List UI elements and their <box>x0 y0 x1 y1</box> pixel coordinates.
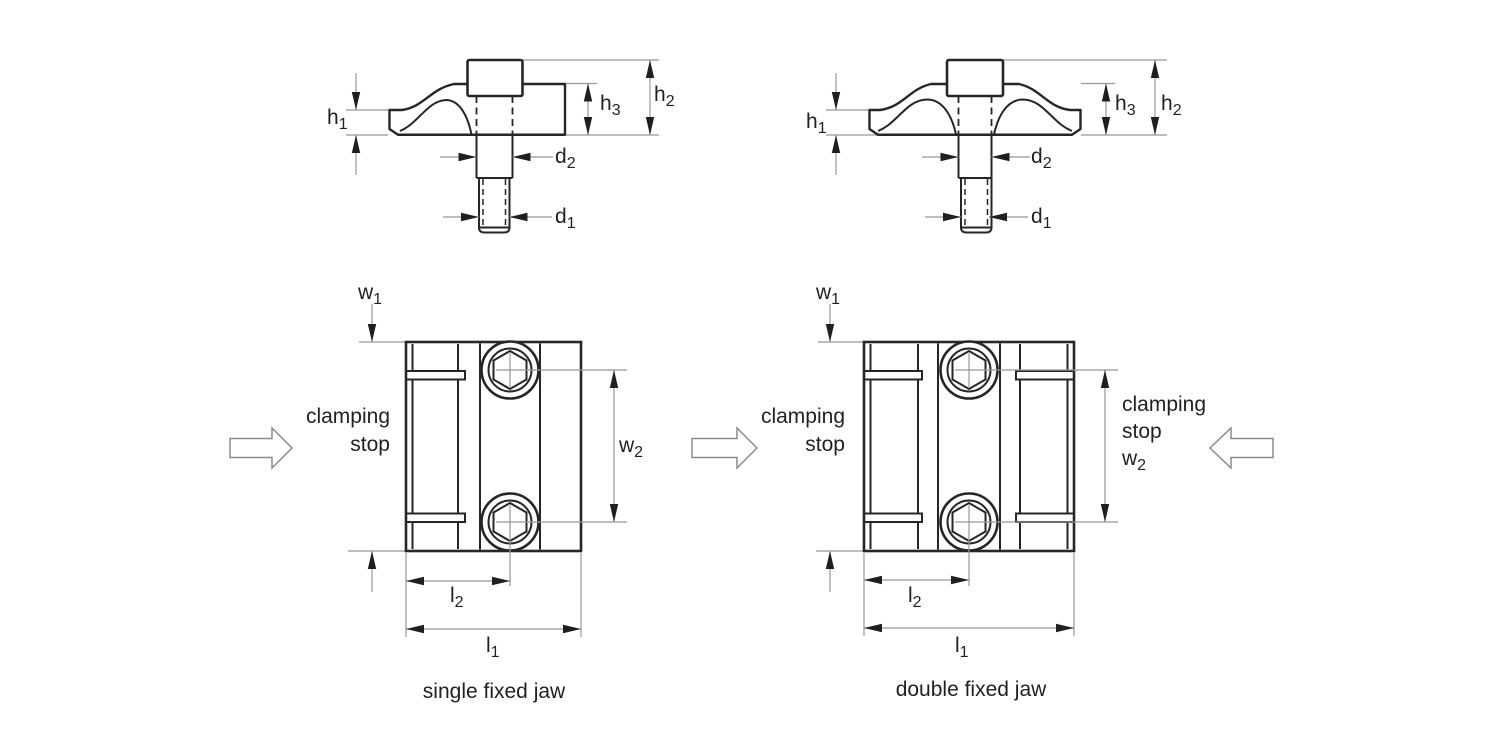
clamping-stop-line1: clamping <box>760 405 845 428</box>
bolt-thread <box>478 178 511 234</box>
jaw-slot-top <box>406 370 466 381</box>
jaw-slot-bottom-left <box>864 512 923 523</box>
jaw-slot-top-right <box>1015 370 1074 381</box>
single-jaw-side-view <box>346 58 659 234</box>
dim-label-l2: l2 <box>450 584 464 611</box>
dim-label-d2: d2 <box>555 145 576 172</box>
dim-label-l1: l1 <box>486 634 500 661</box>
socket-screw-bottom <box>480 492 627 586</box>
clamping-stop-line2: stop <box>350 433 390 456</box>
dim-label-w2: w2 <box>619 434 644 461</box>
jaw-inner-curve <box>399 98 473 135</box>
dim-label-w2: w2 <box>1122 447 1147 474</box>
dim-label-h2: h2 <box>1161 92 1182 119</box>
dim-label-h3: h3 <box>1115 92 1136 119</box>
clamping-direction-arrow <box>229 426 294 470</box>
double-jaw-plan-view <box>691 304 1274 636</box>
dim-label-h1: h1 <box>806 110 827 137</box>
caption-single-fixed-jaw: single fixed jaw <box>422 680 566 703</box>
bolt-thread <box>960 178 993 234</box>
socket-screw-bottom <box>939 492 1118 586</box>
clamping-stop-line2: stop <box>1122 420 1162 443</box>
bolt-head <box>945 58 1005 98</box>
socket-screw-top <box>480 340 627 400</box>
jaw-inner-curve-right <box>993 98 1073 135</box>
jaw-slot-bottom <box>406 512 466 523</box>
jaw-outline <box>388 82 567 136</box>
dim-label-l2: l2 <box>908 584 922 611</box>
clamping-stop-note-double-left: clamping stop <box>705 403 845 459</box>
dim-label-d2: d2 <box>1031 145 1052 172</box>
dim-label-h1: h1 <box>327 106 348 133</box>
clamping-stop-note-double-right: clamping stop w2 <box>1122 391 1262 479</box>
socket-screw-top <box>939 340 1118 400</box>
jaw-outline <box>868 82 1082 136</box>
clamping-stop-line2: stop <box>805 433 845 456</box>
clamping-stop-note-single: clamping stop <box>250 403 390 459</box>
dim-label-d1: d1 <box>555 205 576 232</box>
dim-label-h3: h3 <box>600 92 621 119</box>
clamping-stop-line1: clamping <box>1122 393 1207 416</box>
dim-label-w1: w1 <box>816 281 841 308</box>
jaw-inner-curve-left <box>877 98 957 135</box>
jaw-slot-top-left <box>864 370 923 381</box>
caption-double-fixed-jaw: double fixed jaw <box>895 678 1047 701</box>
clamping-direction-arrow-right <box>1208 426 1274 470</box>
clamping-stop-line1: clamping <box>305 405 390 428</box>
dim-label-h2: h2 <box>654 83 675 110</box>
dim-label-d1: d1 <box>1031 205 1052 232</box>
bolt-head <box>466 58 524 98</box>
dim-label-w1: w1 <box>358 281 383 308</box>
clamping-direction-arrow-left <box>691 426 759 470</box>
single-jaw-plan-view <box>229 304 627 637</box>
double-jaw-side-view <box>826 58 1167 234</box>
dim-label-l1: l1 <box>955 634 969 661</box>
